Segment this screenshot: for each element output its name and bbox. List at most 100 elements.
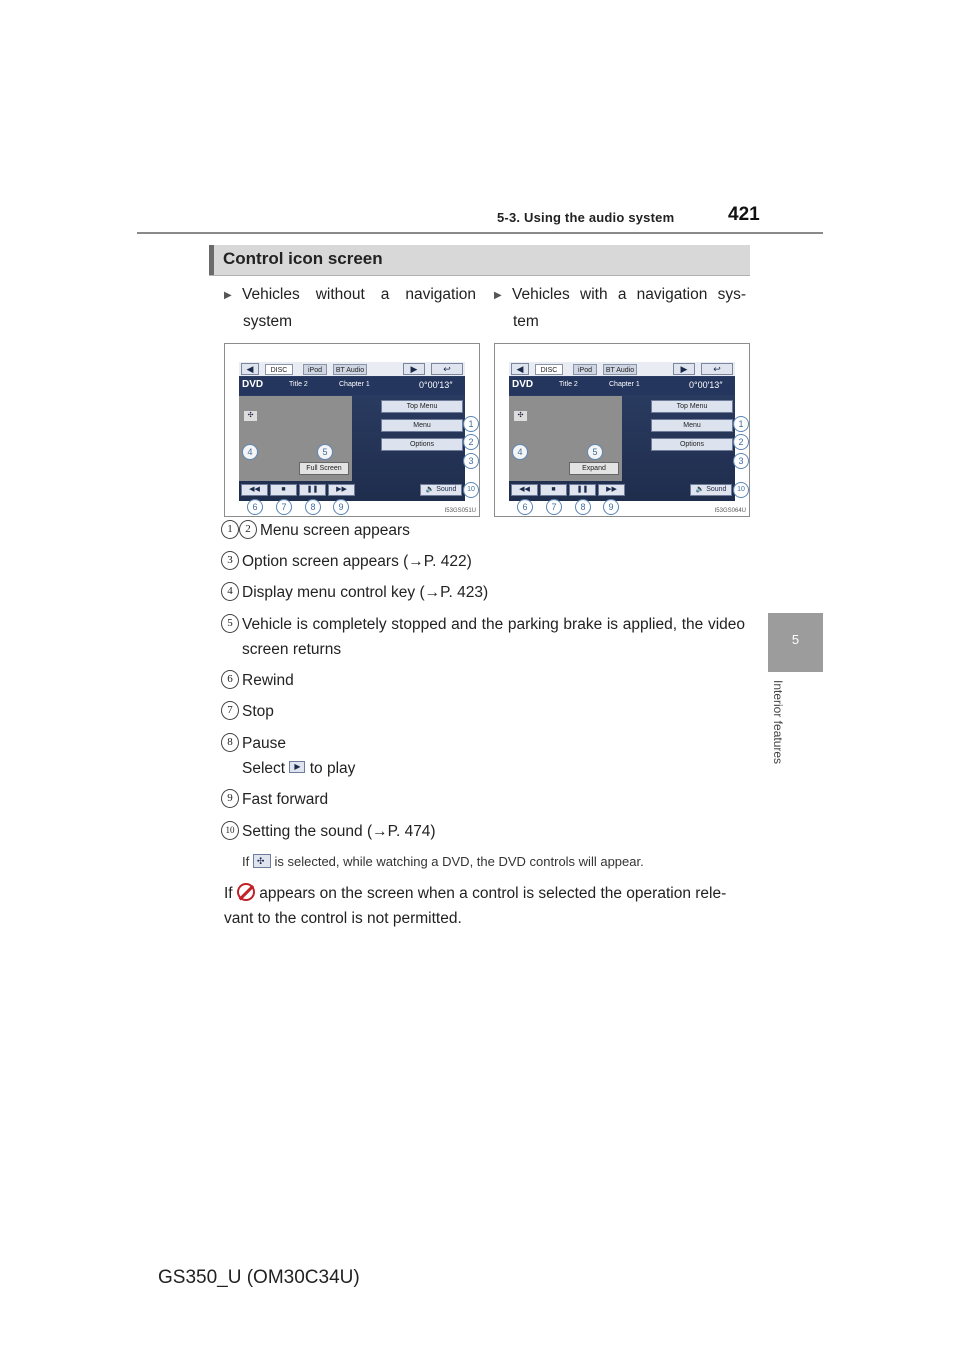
sound-button[interactable]: 🔈 Sound [420, 484, 462, 496]
callout: 6 [517, 499, 533, 515]
item-text-fast-forward: Fast forward [242, 791, 329, 808]
item-number-6: 6 [221, 670, 239, 689]
callout: 8 [575, 499, 591, 515]
return-icon[interactable]: ↩ [701, 363, 733, 375]
tab-bt-audio[interactable]: BT Audio [333, 364, 367, 375]
stop-button[interactable]: ■ [270, 484, 297, 496]
elapsed-time: 0°00′13″ [689, 380, 723, 390]
callout: 2 [463, 434, 479, 450]
callout: 10 [733, 482, 749, 498]
screenshot-without-navigation: ◀ DISC iPod BT Audio ▶ ↩ DVD Title 2 Cha… [224, 343, 480, 517]
audio-screen: ◀ DISC iPod BT Audio ▶ ↩ DVD Title 2 Cha… [239, 362, 465, 501]
menu-button[interactable]: Menu [651, 419, 733, 432]
source-tab-bar: ◀ DISC iPod BT Audio ▶ ↩ [509, 362, 735, 376]
section-title-bar [209, 245, 750, 276]
tab-bt-audio[interactable]: BT Audio [603, 364, 637, 375]
full-screen-button[interactable]: Full Screen [299, 462, 349, 475]
item-text-setting-sound: Setting the sound (→P. 474) [242, 823, 436, 840]
item-text-stop: Stop [242, 703, 274, 720]
callout: 8 [305, 499, 321, 515]
tab-ipod[interactable]: iPod [573, 364, 597, 375]
options-button[interactable]: Options [381, 438, 463, 451]
callout: 6 [247, 499, 263, 515]
chapter-number: 5 [791, 632, 800, 647]
display-menu-icon[interactable]: ✣ [514, 411, 527, 421]
stop-button[interactable]: ■ [540, 484, 567, 496]
fast-forward-button[interactable]: ▶▶ [328, 484, 355, 496]
title-number: Title 2 [559, 381, 578, 388]
callout: 5 [317, 444, 333, 460]
expand-button[interactable]: Expand [569, 462, 619, 475]
triangle-bullet-icon: ▶ [494, 290, 502, 301]
back-arrow-icon[interactable]: ◀ [511, 363, 529, 375]
audio-screen: ◀ DISC iPod BT Audio ▶ ↩ DVD Title 2 Cha… [509, 362, 735, 501]
chapter-number-label: Chapter 1 [609, 381, 640, 388]
callout: 7 [546, 499, 562, 515]
title-number: Title 2 [289, 381, 308, 388]
chapter-title: Interior features [771, 680, 785, 765]
forward-arrow-icon[interactable]: ▶ [403, 363, 425, 375]
back-arrow-icon[interactable]: ◀ [241, 363, 259, 375]
elapsed-time: 0°00′13″ [419, 380, 453, 390]
item-number-1: 1 [221, 520, 239, 539]
screenshot-with-navigation: ◀ DISC iPod BT Audio ▶ ↩ DVD Title 2 Cha… [494, 343, 750, 517]
disc-info-bar: DVD Title 2 Chapter 1 0°00′13″ [509, 377, 735, 395]
callout: 1 [463, 416, 479, 432]
item-number-10: 10 [221, 821, 239, 840]
chapter-number-label: Chapter 1 [339, 381, 370, 388]
tab-disc[interactable]: DISC [265, 364, 293, 375]
callout: 4 [242, 444, 258, 460]
item-text-pause: Pause [242, 735, 286, 752]
item-text-menu-screen: Menu screen appears [260, 522, 410, 539]
prohibited-icon [236, 883, 255, 901]
item-number-3: 3 [221, 551, 239, 570]
callout: 9 [603, 499, 619, 515]
source-label: DVD [242, 379, 264, 390]
image-code: I53GS051U [444, 508, 476, 514]
callout: 2 [733, 434, 749, 450]
top-menu-button[interactable]: Top Menu [381, 400, 463, 413]
note-display-controls: If ✣ is selected, while watching a DVD, … [242, 853, 644, 869]
page-number: 421 [728, 204, 760, 225]
chapter-tab [768, 613, 823, 672]
callout: 1 [733, 416, 749, 432]
top-menu-button[interactable]: Top Menu [651, 400, 733, 413]
pause-button[interactable]: ❚❚ [569, 484, 596, 496]
tab-ipod[interactable]: iPod [303, 364, 327, 375]
options-button[interactable]: Options [651, 438, 733, 451]
return-icon[interactable]: ↩ [431, 363, 463, 375]
callout: 9 [333, 499, 349, 515]
item-text-option-screen: Option screen appears (→P. 422) [242, 553, 472, 570]
item-number-7: 7 [221, 701, 239, 720]
rewind-button[interactable]: ◀◀ [241, 484, 268, 496]
section-heading: 5-3. Using the audio system [497, 210, 675, 225]
item-number-4: 4 [221, 582, 239, 601]
source-label: DVD [512, 379, 534, 390]
display-menu-icon[interactable]: ✣ [244, 411, 257, 421]
pause-button[interactable]: ❚❚ [299, 484, 326, 496]
tab-disc[interactable]: DISC [535, 364, 563, 375]
item-text-display-menu-key: Display menu control key (→P. 423) [242, 584, 489, 601]
forward-arrow-icon[interactable]: ▶ [673, 363, 695, 375]
header-rule [137, 232, 823, 234]
triangle-bullet-icon: ▶ [224, 290, 232, 301]
callout: 3 [733, 453, 749, 469]
item-text-video-returns: Vehicle is completely stopped and the pa… [242, 616, 745, 658]
rewind-button[interactable]: ◀◀ [511, 484, 538, 496]
callout: 10 [463, 482, 479, 498]
item-text-rewind: Rewind [242, 672, 294, 689]
callout: 3 [463, 453, 479, 469]
disc-info-bar: DVD Title 2 Chapter 1 0°00′13″ [239, 377, 465, 395]
document-code: GS350_U (OM30C34U) [158, 1267, 360, 1288]
sound-button[interactable]: 🔈 Sound [690, 484, 732, 496]
label-without-navigation: ▶ Vehicles without a navigation system [224, 286, 477, 330]
item-number-5: 5 [221, 614, 239, 633]
callout: 5 [587, 444, 603, 460]
callout: 7 [276, 499, 292, 515]
item-number-9: 9 [221, 789, 239, 808]
source-tab-bar: ◀ DISC iPod BT Audio ▶ ↩ [239, 362, 465, 376]
menu-button[interactable]: Menu [381, 419, 463, 432]
display-controls-icon: ✣ [252, 853, 271, 868]
fast-forward-button[interactable]: ▶▶ [598, 484, 625, 496]
item-number-2: 2 [239, 520, 257, 539]
